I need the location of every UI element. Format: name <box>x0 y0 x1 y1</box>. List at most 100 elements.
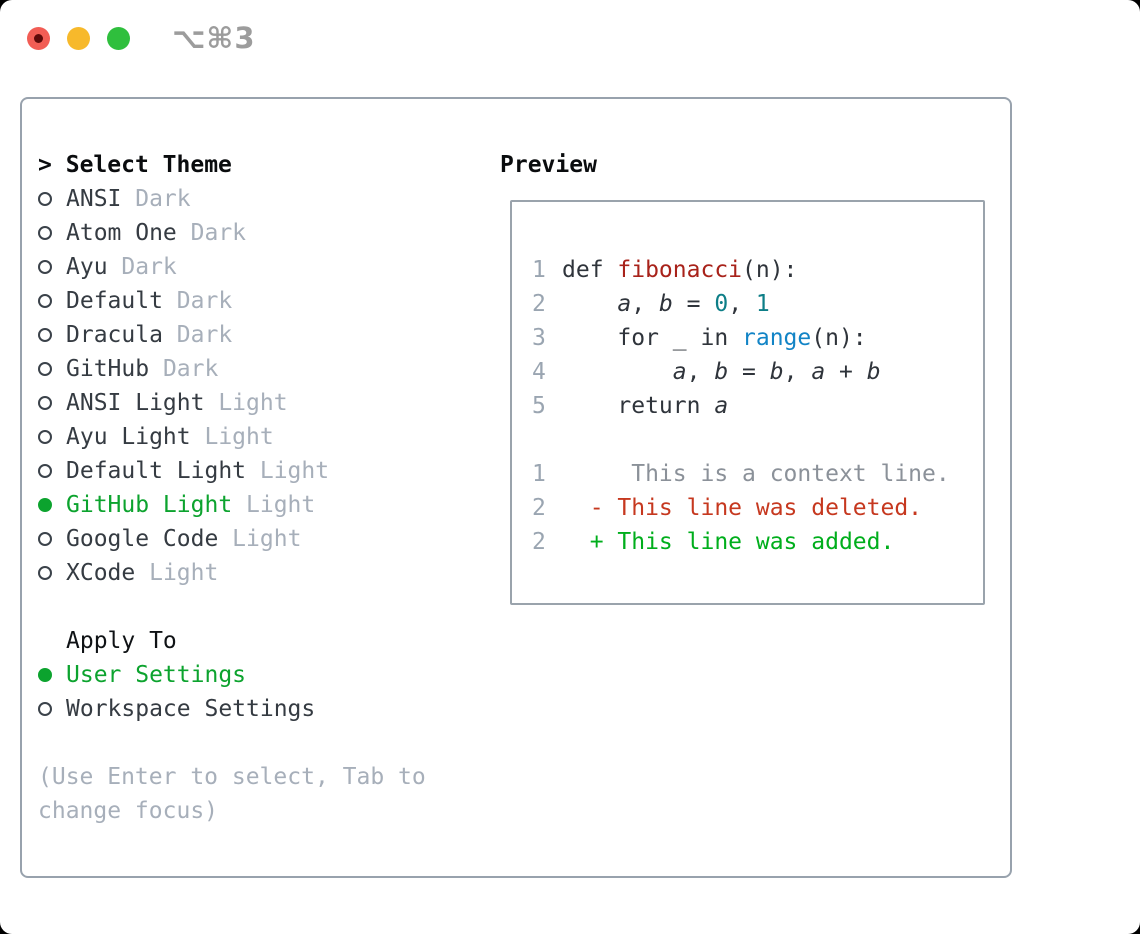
code-segment-plain: def <box>562 257 618 283</box>
code-segment-func: fibonacci <box>617 257 743 283</box>
theme-name: Ayu Light <box>66 424 191 450</box>
theme-name: ANSI <box>66 186 122 212</box>
zoom-button[interactable] <box>107 26 130 50</box>
apply-option-user-settings[interactable]: User Settings <box>38 658 426 692</box>
apply-option-label: Workspace Settings <box>66 696 316 722</box>
theme-variant: Dark <box>176 220 247 246</box>
line-number: 2 <box>532 495 546 521</box>
code-segment-var: b <box>658 291 673 317</box>
radio-icon <box>38 328 52 342</box>
theme-item-ayu[interactable]: Ayu Dark <box>38 250 426 284</box>
code-segment-add: + This line was added. <box>562 529 895 555</box>
theme-variant: Dark <box>162 288 233 314</box>
theme-item-google-code[interactable]: Google Code Light <box>38 522 426 556</box>
code-segment-plain: = <box>672 291 715 317</box>
theme-name: Atom One <box>66 220 177 246</box>
apply-to-header: Apply To <box>66 628 177 654</box>
spacer <box>38 590 426 624</box>
theme-variant: Light <box>232 492 316 518</box>
close-modified-dot-icon <box>34 33 43 43</box>
radio-icon <box>38 192 52 206</box>
select-theme-title: Select Theme <box>65 152 232 178</box>
radio-icon <box>38 532 52 546</box>
theme-variant: Dark <box>162 322 233 348</box>
theme-item-atom-one[interactable]: Atom One Dark <box>38 216 426 250</box>
theme-variant: Light <box>218 526 302 552</box>
theme-variant: Light <box>246 458 330 484</box>
code-segment-plain: = <box>728 359 770 385</box>
apply-option-workspace-settings[interactable]: Workspace Settings <box>38 692 426 726</box>
minimize-button[interactable] <box>67 26 90 50</box>
close-button[interactable] <box>27 26 50 50</box>
code-segment-plain: for _ in <box>562 325 743 351</box>
window-title: ⌥⌘3 <box>172 21 256 55</box>
theme-item-default[interactable]: Default Dark <box>38 284 426 318</box>
theme-variant: Dark <box>121 186 191 212</box>
apply-option-label: User Settings <box>66 662 247 688</box>
theme-name: Google Code <box>66 526 219 552</box>
theme-item-ansi-light[interactable]: ANSI Light Light <box>38 386 426 420</box>
radio-icon <box>38 226 52 240</box>
radio-icon <box>38 294 52 308</box>
theme-item-ayu-light[interactable]: Ayu Light Light <box>38 420 426 454</box>
code-segment-call: range <box>742 325 812 351</box>
radio-icon <box>38 362 52 376</box>
preview-line: 3 for _ in range(n): <box>532 321 983 355</box>
line-number: 5 <box>532 393 546 419</box>
radio-selected-icon <box>38 498 52 512</box>
hint-line: (Use Enter to select, Tab to <box>38 764 426 790</box>
title-bar: ⌥⌘3 <box>27 21 256 55</box>
theme-name: ANSI Light <box>66 390 205 416</box>
spacer <box>38 726 426 760</box>
preview-line: 4 a, b = b, a + b <box>532 355 983 389</box>
preview-line <box>532 423 983 457</box>
theme-item-dracula[interactable]: Dracula Dark <box>38 318 426 352</box>
theme-name: Dracula <box>66 322 163 348</box>
code-segment-plain: return <box>562 393 715 419</box>
code-segment-plain <box>562 359 673 385</box>
line-number: 2 <box>532 529 546 555</box>
code-segment-plain <box>562 291 617 317</box>
code-segment-var: a <box>617 291 632 317</box>
preview-header: Preview <box>500 152 597 178</box>
theme-name: Ayu <box>66 254 108 280</box>
theme-item-default-light[interactable]: Default Light Light <box>38 454 426 488</box>
theme-name: XCode <box>66 560 136 586</box>
line-number: 3 <box>532 325 546 351</box>
theme-item-ansi[interactable]: ANSI Dark <box>38 182 426 216</box>
code-segment-num: 1 <box>755 291 770 317</box>
code-segment-num: 0 <box>714 291 729 317</box>
theme-name: Default <box>66 288 163 314</box>
theme-variant: Light <box>190 424 274 450</box>
code-segment-plain: + <box>825 359 867 385</box>
theme-variant: Light <box>135 560 219 586</box>
code-segment-plain: , <box>728 291 756 317</box>
line-number: 4 <box>532 359 546 385</box>
code-segment-plain: (n): <box>811 325 867 351</box>
code-segment-plain: , <box>631 291 659 317</box>
select-theme-header: > Select Theme <box>38 148 426 182</box>
line-number: 1 <box>532 461 546 487</box>
code-segment-plain: , <box>686 359 715 385</box>
theme-item-github[interactable]: GitHub Dark <box>38 352 426 386</box>
radio-icon <box>38 430 52 444</box>
preview-line: 5 return a <box>532 389 983 423</box>
theme-name: Default Light <box>66 458 247 484</box>
theme-item-github-light[interactable]: GitHub Light Light <box>38 488 426 522</box>
theme-item-xcode[interactable]: XCode Light <box>38 556 426 590</box>
code-segment-var: a <box>672 359 687 385</box>
code-segment-ctx: This is a context line. <box>562 461 950 487</box>
code-segment-var: b <box>769 359 784 385</box>
radio-icon <box>38 702 52 716</box>
code-segment-plain: , <box>783 359 812 385</box>
radio-icon <box>38 464 52 478</box>
radio-icon <box>38 566 52 580</box>
